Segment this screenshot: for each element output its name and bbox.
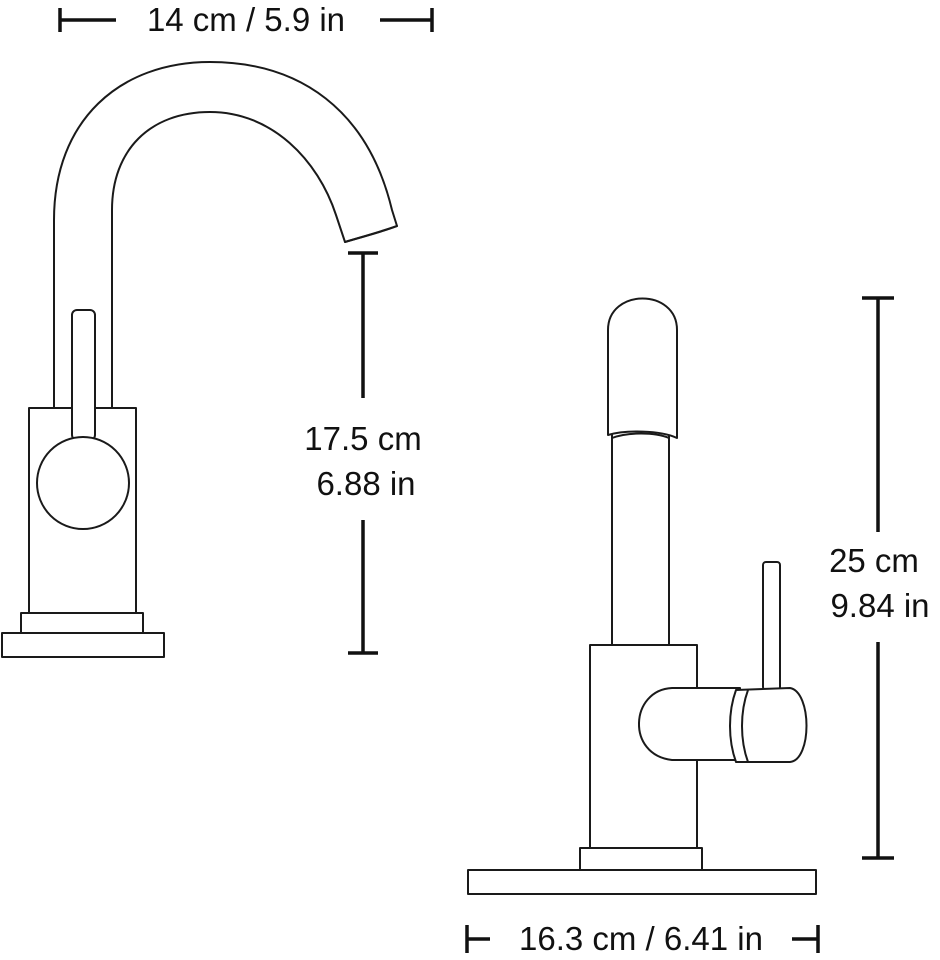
- faucet-front-view: [467, 297, 817, 895]
- front-handle-lever: [762, 561, 781, 691]
- side-handle-knob: [36, 436, 130, 530]
- total-height-cm-label: 25 cm: [829, 542, 919, 579]
- front-deck-plate: [467, 869, 817, 895]
- spout-clearance-cm-label: 17.5 cm: [304, 420, 421, 457]
- front-handle-knob: [729, 687, 808, 763]
- front-base-ring: [579, 847, 703, 871]
- front-knob-edge: [741, 689, 749, 763]
- dimension-spout-clearance: 17.5 cm 6.88 in: [304, 251, 422, 655]
- total-height-in-label: 9.84 in: [830, 587, 929, 624]
- side-deck-plate: [1, 632, 165, 658]
- front-spout-cap: [607, 297, 678, 439]
- front-handle-cone: [638, 687, 741, 761]
- spout-clearance-in-label: 6.88 in: [316, 465, 415, 502]
- dimension-deck-plate-width: 16.3 cm / 6.41 in: [465, 920, 820, 957]
- deck-plate-width-label: 16.3 cm / 6.41 in: [519, 920, 763, 957]
- side-handle-lever: [71, 309, 96, 441]
- side-spout-outlet: [344, 225, 398, 243]
- faucet-side-view: [1, 61, 398, 658]
- front-column: [611, 429, 670, 646]
- front-spout-outlet: [611, 432, 670, 439]
- dimension-total-height: 25 cm 9.84 in: [829, 296, 930, 860]
- side-base-ring: [20, 612, 144, 634]
- dimension-spout-reach: 14 cm / 5.9 in: [58, 1, 434, 38]
- side-spout: [53, 61, 398, 413]
- spout-reach-label: 14 cm / 5.9 in: [147, 1, 345, 38]
